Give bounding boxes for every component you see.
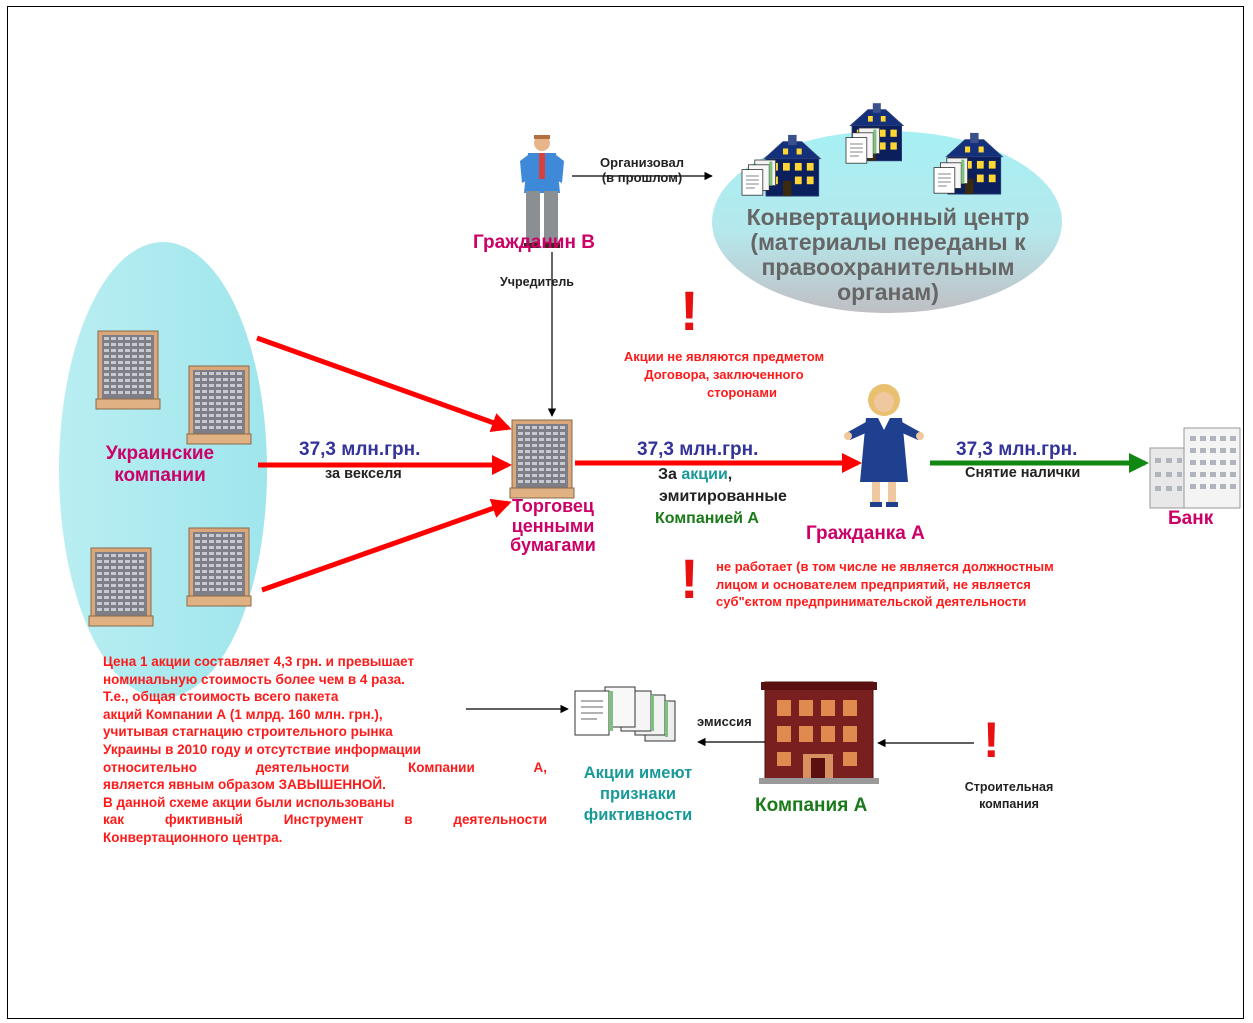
company-a-label: Компания А <box>755 795 868 816</box>
building-icon <box>186 365 252 445</box>
for-prefix-text: За <box>658 466 682 483</box>
exclamation-icon: ! <box>983 712 1000 768</box>
warning-line: сторонами <box>707 385 777 400</box>
construction-company-line: Строительная <box>964 780 1054 794</box>
note-line: Конвертационного центра. <box>103 829 283 845</box>
building-icon <box>186 527 252 607</box>
trader-line: Торговец <box>511 496 594 516</box>
trader-line: бумагами <box>510 535 596 555</box>
building-icon <box>88 547 154 627</box>
man-icon <box>520 135 564 248</box>
note-line: учитывая стагнацию строительного рынка <box>103 724 393 740</box>
trader-label: Торговец ценными бумагами <box>488 496 618 556</box>
citizen-b-label: Гражданин В <box>473 232 595 253</box>
shares-documents-icon <box>574 686 676 742</box>
company-a-building-icon <box>759 681 879 784</box>
conversion-center-line: (материалы переданы к <box>750 229 1026 255</box>
amount-label-3: 37,3 млн.грн. <box>956 439 1078 460</box>
warning-line: лицом и основателем предприятий, не явля… <box>716 576 1031 592</box>
conversion-center-line: органам) <box>837 279 939 305</box>
woman-icon <box>844 384 924 507</box>
founder-label: Учредитель <box>500 275 574 289</box>
shares-fictitious-line: признаки <box>600 785 676 803</box>
conversion-center-label: Конвертационный центр (материалы передан… <box>712 205 1064 305</box>
amount-label-2: 37,3 млн.грн. <box>637 439 759 460</box>
not-working-warning: не работает (в том числе не является дол… <box>716 558 1054 611</box>
organized-text: Организовал <box>600 155 684 170</box>
warning-line: суб"єктом предпринимательской деятельнос… <box>716 594 1027 609</box>
note-line: Т.е., общая стоимость всего пакета <box>103 689 339 705</box>
note-line: В данной схеме акции были использованы <box>103 794 395 810</box>
arrow-company-to-trader-top <box>256 335 512 433</box>
cash-withdrawal-label: Снятие налички <box>965 465 1081 481</box>
warning-line: Акции не являются предметом <box>623 349 825 364</box>
shares-fictitious-line: фиктивности <box>583 806 693 824</box>
conversion-center-line: Конвертационный центр <box>746 204 1030 230</box>
exclamation-icon: ! <box>680 279 699 342</box>
issue-label: эмиссия <box>697 714 752 729</box>
shares-word-text: акции <box>681 466 728 483</box>
construction-company-line: компания <box>979 797 1039 811</box>
issued-label: эмитированные <box>659 488 787 505</box>
note-line: относительно деятельности Компании А, <box>103 759 547 775</box>
note-line: Цена 1 акции составляет 4,3 грн. и превы… <box>103 654 415 669</box>
note-line: акций Компании А (1 млрд. 160 млн. грн.)… <box>103 706 383 722</box>
ukrainian-companies-line: компании <box>114 465 206 486</box>
exclamation-icon: ! <box>680 547 699 610</box>
for-bills-label: за векселя <box>325 466 402 482</box>
amount-label-1: 37,3 млн.грн. <box>299 439 421 460</box>
for-shares-label: За акции, <box>658 465 732 485</box>
comma-text: , <box>727 466 733 483</box>
note-line: номинальную стоимость более чем в 4 раза… <box>103 671 405 687</box>
note-line: является явным образом ЗАВЫШЕННОЙ. <box>103 777 386 793</box>
citizen-a-label: Гражданка А <box>806 523 925 544</box>
bank-icon <box>1149 427 1241 509</box>
building-icon <box>95 330 161 410</box>
shares-fictitious-label: Акции имеют признаки фиктивности <box>560 763 716 826</box>
trader-building-icon <box>509 419 575 499</box>
warning-line: не работает (в том числе не является дол… <box>716 559 1054 574</box>
trader-line: ценными <box>511 515 595 536</box>
warning-line: Договора, заключенного <box>644 367 804 382</box>
note-line: Украины в 2010 году и отсутствие информа… <box>103 741 422 757</box>
bank-label: Банк <box>1168 508 1214 529</box>
ukrainian-companies-label: Украинские компании <box>80 443 240 487</box>
note-line: как фиктивный Инструмент в деятельности <box>103 812 547 828</box>
shares-fictitious-line: Акции имеют <box>583 764 693 782</box>
shares-not-subject-warning: Акции не являются предметом Договора, за… <box>574 348 874 402</box>
arrow-company-to-trader-bottom <box>261 498 512 593</box>
construction-company-label: Строительная компания <box>950 779 1068 813</box>
frame-border <box>7 6 1244 1019</box>
by-company-a-label: Компанией А <box>655 510 759 527</box>
ukrainian-companies-line: Украинские <box>105 443 215 464</box>
in-past-text: (в прошлом) <box>601 169 683 185</box>
price-note: Цена 1 акции составляет 4,3 грн. и превы… <box>103 653 547 847</box>
conversion-center-line: правоохранительным <box>761 254 1015 280</box>
organized-label: Организовал (в прошлом) <box>578 155 706 186</box>
